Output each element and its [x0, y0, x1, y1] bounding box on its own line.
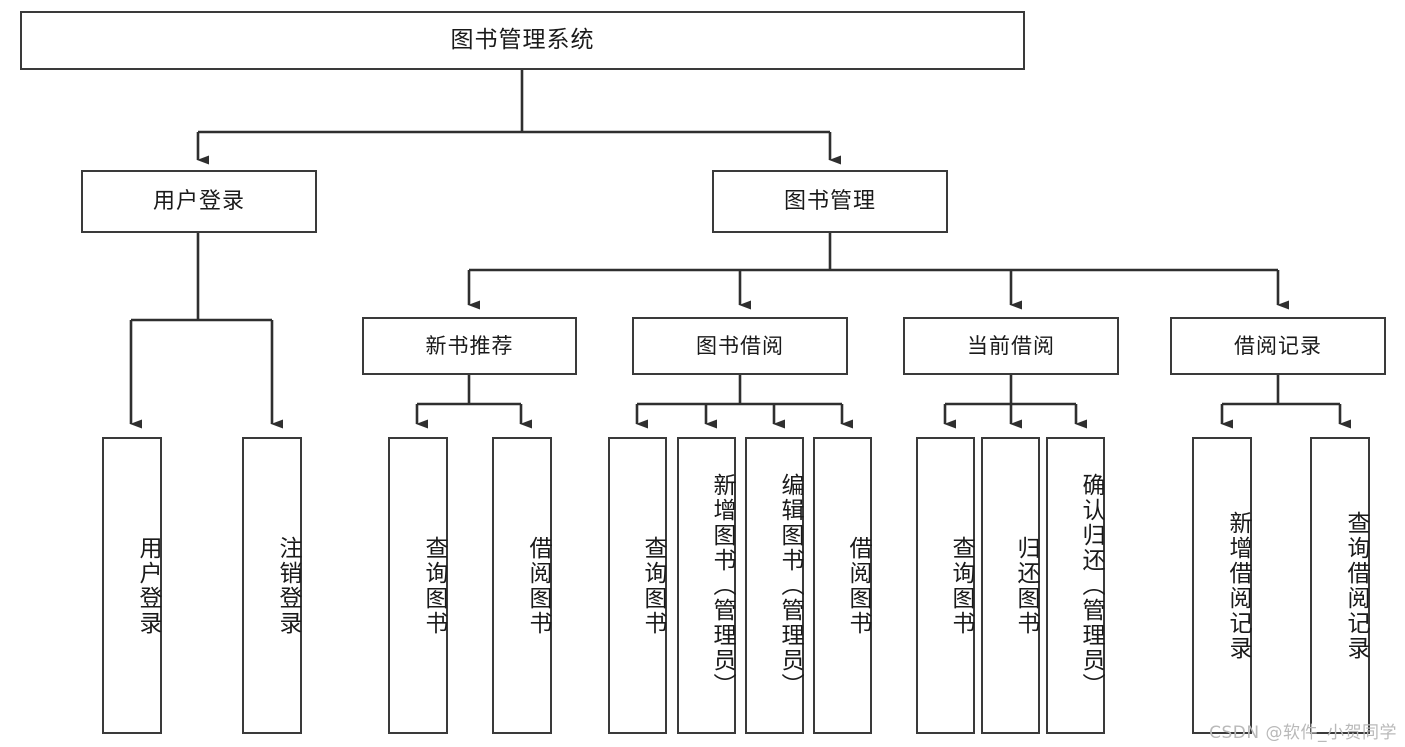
node-book-management[interactable]: 图书管理: [712, 170, 948, 233]
leaf-label: 查询借阅记录: [1343, 510, 1369, 661]
leaf-current-borrow-return[interactable]: 归还图书: [981, 437, 1040, 734]
leaf-book-borrow-edit[interactable]: 编辑图书（管理员）: [745, 437, 804, 734]
leaf-label: 借阅图书: [525, 535, 551, 636]
leaf-user-login-login[interactable]: 用户登录: [102, 437, 162, 734]
node-label: 当前借阅: [967, 333, 1055, 358]
leaf-current-borrow-confirm-return[interactable]: 确认归还（管理员）: [1046, 437, 1105, 734]
node-label: 借阅记录: [1234, 333, 1322, 358]
leaf-book-borrow-query[interactable]: 查询图书: [608, 437, 667, 734]
node-label: 图书借阅: [696, 333, 784, 358]
leaf-borrow-record-add[interactable]: 新增借阅记录: [1192, 437, 1252, 734]
leaf-new-book-query[interactable]: 查询图书: [388, 437, 448, 734]
leaf-book-borrow-borrow[interactable]: 借阅图书: [813, 437, 872, 734]
leaf-label: 借阅图书: [845, 535, 871, 636]
node-root-system[interactable]: 图书管理系统: [20, 11, 1025, 70]
node-label: 图书管理: [783, 188, 876, 214]
node-borrow-record[interactable]: 借阅记录: [1170, 317, 1386, 375]
leaf-label: 新增借阅记录: [1225, 510, 1251, 661]
node-new-book-recommend[interactable]: 新书推荐: [362, 317, 577, 375]
node-book-borrow[interactable]: 图书借阅: [632, 317, 848, 375]
watermark: CSDN @软件_小贺同学: [1209, 723, 1397, 743]
leaf-book-borrow-add[interactable]: 新增图书（管理员）: [677, 437, 736, 734]
leaf-label: 用户登录: [135, 535, 161, 636]
leaf-current-borrow-query[interactable]: 查询图书: [916, 437, 975, 734]
node-label: 图书管理系统: [450, 27, 595, 53]
node-label: 新书推荐: [425, 333, 514, 358]
node-user-login[interactable]: 用户登录: [81, 170, 317, 233]
leaf-label: 注销登录: [275, 535, 301, 636]
leaf-label: 归还图书: [1013, 535, 1039, 636]
leaf-label: 确认归还（管理员）: [1078, 473, 1104, 698]
leaf-label: 查询图书: [421, 535, 447, 636]
leaf-label: 编辑图书（管理员）: [777, 473, 803, 698]
node-label: 用户登录: [152, 188, 245, 214]
leaf-borrow-record-query[interactable]: 查询借阅记录: [1310, 437, 1370, 734]
leaf-label: 查询图书: [640, 535, 666, 636]
node-current-borrow[interactable]: 当前借阅: [903, 317, 1119, 375]
leaf-label: 新增图书（管理员）: [709, 473, 735, 698]
leaf-user-login-logout[interactable]: 注销登录: [242, 437, 302, 734]
leaf-label: 查询图书: [948, 535, 974, 636]
leaf-new-book-borrow[interactable]: 借阅图书: [492, 437, 552, 734]
